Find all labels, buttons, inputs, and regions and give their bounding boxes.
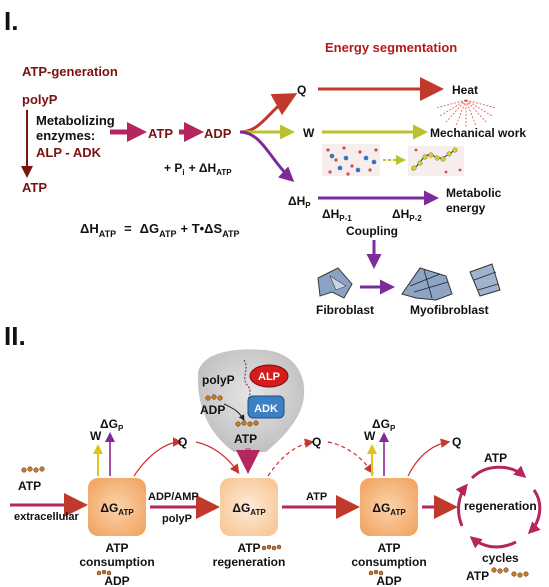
- heat-burst-icon: [435, 99, 497, 127]
- atp-generation-label: ATP-generation: [22, 64, 118, 79]
- q-label: Q: [297, 83, 306, 97]
- ordered-chain-icon: [408, 146, 464, 176]
- atp-top-label: ATP: [234, 432, 257, 446]
- delta-g-box-3: [360, 478, 418, 536]
- dgp2-label: ΔGP: [372, 417, 396, 433]
- box3-adp-label: ADP: [376, 574, 401, 587]
- dgp1-label: ΔGP: [100, 417, 124, 433]
- metabolic-label: Metabolic: [446, 186, 502, 200]
- adk-label: ADK: [254, 403, 278, 415]
- energy-segmentation-title: Energy segmentation: [325, 40, 457, 55]
- delta-hp-label: ΔHP: [288, 194, 311, 210]
- fibroblast-image: [317, 267, 353, 299]
- pi-dh-equation: + Pi+ ΔHATP: [164, 161, 232, 177]
- q1-to-box2-arrow: [195, 441, 240, 474]
- polyp-top-label: polyP: [202, 373, 235, 387]
- q2-label: Q: [312, 435, 321, 449]
- delta-hp2-label: ΔHP-2: [392, 207, 422, 223]
- regeneration-cycle-icon: [455, 465, 542, 549]
- adk-enzyme-badge: [247, 395, 285, 419]
- fibroblast-label: Fibroblast: [316, 303, 374, 317]
- adp-to-atp-arrow: [223, 403, 245, 421]
- fan-to-dhp-arrow: [239, 130, 295, 183]
- box1-adp-molecule-icon: [96, 569, 112, 576]
- box2-to-q2-arrow: [267, 438, 315, 477]
- delta-hp1-label: ΔHP-1: [322, 207, 352, 223]
- q3-label: Q: [452, 435, 461, 449]
- box2-regeneration-label: regeneration: [213, 555, 286, 569]
- atp-left-label: ATP: [22, 180, 47, 195]
- fan-to-q-arrow: [239, 93, 298, 134]
- cycle-atp-label: ATP: [484, 451, 507, 465]
- delta-g-box-1: [88, 478, 146, 536]
- w2-label: W: [364, 429, 376, 443]
- box1-adp-label: ADP: [104, 574, 129, 587]
- cycle-atp-molecules-icon: [491, 567, 529, 578]
- delta-g-box-2: [220, 478, 278, 536]
- box1-label: ΔGATP: [100, 501, 134, 517]
- polyp-label: polyP: [22, 92, 58, 107]
- box1-consumption-label: consumption: [79, 555, 154, 569]
- w1-label: W: [90, 429, 102, 443]
- box3-adp-molecule-icon: [368, 569, 384, 576]
- regeneration-cycle-label: regeneration: [464, 499, 537, 513]
- panel-ii-label: II.: [4, 321, 26, 351]
- box1-atp-label: ATP: [105, 541, 128, 555]
- q1-label: Q: [178, 435, 187, 449]
- alp-adk-label: ALP - ADK: [36, 145, 102, 160]
- enzymes-label: enzymes:: [36, 128, 95, 143]
- atp-mid-label: ATP: [148, 126, 173, 141]
- atp-top-molecule-icon: [235, 420, 259, 427]
- adp-molecule-icon: [205, 394, 223, 401]
- atp-in-label: ATP: [18, 479, 41, 493]
- box3-label: ΔGATP: [372, 501, 406, 517]
- q1-arrow: [133, 437, 183, 477]
- w-label: W: [303, 126, 315, 140]
- cycles-label: cycles: [482, 551, 519, 565]
- box2-label: ΔGATP: [232, 501, 266, 517]
- adp-top-label: ADP: [200, 403, 225, 417]
- polyp-arrow-label: polyP: [162, 513, 192, 525]
- box2-atp-label: ATP: [237, 541, 260, 555]
- heat-label: Heat: [452, 83, 478, 97]
- adp-mid-label: ADP: [204, 126, 232, 141]
- box3-consumption-label: consumption: [351, 555, 426, 569]
- panel-i-label: I.: [4, 6, 18, 36]
- disordered-particles-icon: [322, 144, 380, 176]
- atp-arrow-label: ATP: [306, 491, 327, 503]
- q3-arrow: [407, 438, 451, 477]
- extracellular-label: extracellular: [14, 511, 80, 523]
- alp-label: ALP: [258, 371, 280, 383]
- myofibroblast-label: Myofibroblast: [410, 303, 489, 317]
- polyp-chain-icon: [243, 359, 251, 411]
- q2-to-box3-arrow: [327, 441, 374, 474]
- coupling-label: Coupling: [346, 224, 398, 238]
- cycle-atp-bottom-label: ATP: [466, 569, 489, 583]
- adp-amp-label: ADP/AMP: [148, 491, 199, 503]
- alp-enzyme-badge: [249, 364, 289, 388]
- energy-label: energy: [446, 201, 486, 215]
- metabolizing-label: Metabolizing: [36, 113, 115, 128]
- atp-in-molecule-icon: [21, 466, 45, 473]
- box2-atp-molecule-icon: [261, 544, 282, 551]
- box3-atp-label: ATP: [377, 541, 400, 555]
- enthalpy-formula: ΔHATP=ΔGATP+ T•ΔSATP: [80, 221, 240, 239]
- mechanical-work-label: Mechanical work: [430, 126, 526, 140]
- myofibroblast-image: [401, 263, 501, 301]
